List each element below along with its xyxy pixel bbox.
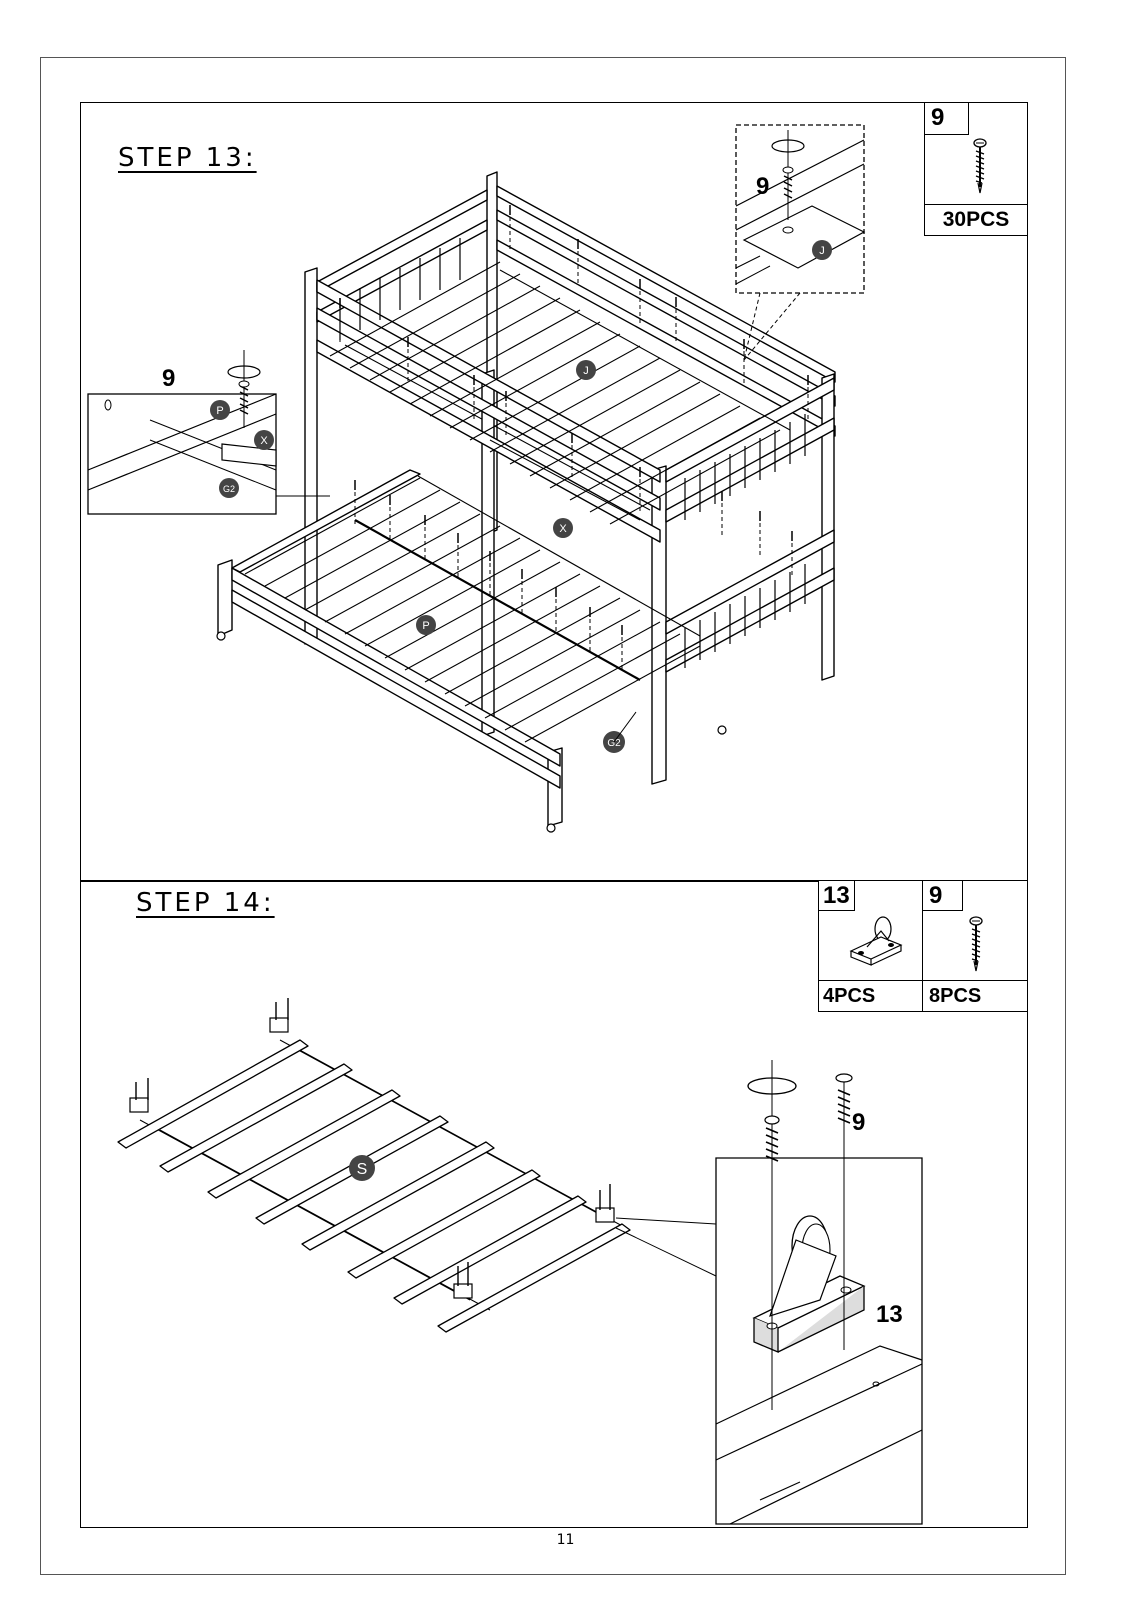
screw-callout-number: 9 xyxy=(852,1109,865,1136)
part-quantity: 8PCS xyxy=(923,980,1027,1011)
part-number: 9 xyxy=(925,103,969,135)
label-s: S xyxy=(357,1161,368,1178)
detail-callout-left: P X G2 9 xyxy=(87,350,330,515)
detail-label-x: X xyxy=(260,435,268,447)
caster-detail-callout: 13 xyxy=(715,1157,923,1525)
page-border xyxy=(40,57,1066,1575)
wood-screw-icon xyxy=(969,916,983,972)
detail-screw-number: 9 xyxy=(162,365,175,392)
part-quantity: 4PCS xyxy=(819,980,923,1011)
caster-wheel-icon xyxy=(849,916,903,966)
step-14-title: STEP 14: xyxy=(136,888,275,918)
step-13-panel xyxy=(80,102,1028,882)
label-g2: G2 xyxy=(607,738,621,749)
step-13-part-box: 9 30PCS xyxy=(924,102,1028,236)
step-14-part-box-caster: 13 4PCS xyxy=(818,880,924,1012)
label-p: P xyxy=(422,620,429,632)
part-quantity: 30PCS xyxy=(925,204,1027,235)
detail-screw-number-top: 9 xyxy=(756,173,769,200)
wood-screw-icon xyxy=(973,138,987,194)
label-j: J xyxy=(583,365,589,377)
step-14-panel xyxy=(80,880,1028,1528)
page-number: 11 xyxy=(556,1532,575,1548)
step-14-part-box-screw: 9 8PCS xyxy=(922,880,1028,1012)
detail-label-p: P xyxy=(216,405,223,417)
step-13-title: STEP 13: xyxy=(118,143,257,173)
caster-callout-number: 13 xyxy=(876,1301,903,1328)
part-number: 9 xyxy=(923,881,963,911)
detail-label-j: J xyxy=(819,245,825,257)
detail-callout-right: J 9 xyxy=(735,124,866,361)
detail-label-g2: G2 xyxy=(223,484,235,494)
part-number: 13 xyxy=(819,881,855,911)
label-x: X xyxy=(559,523,567,535)
bunk-bed-illustration: J X P G2 P X G2 9 J 9 xyxy=(87,124,866,833)
